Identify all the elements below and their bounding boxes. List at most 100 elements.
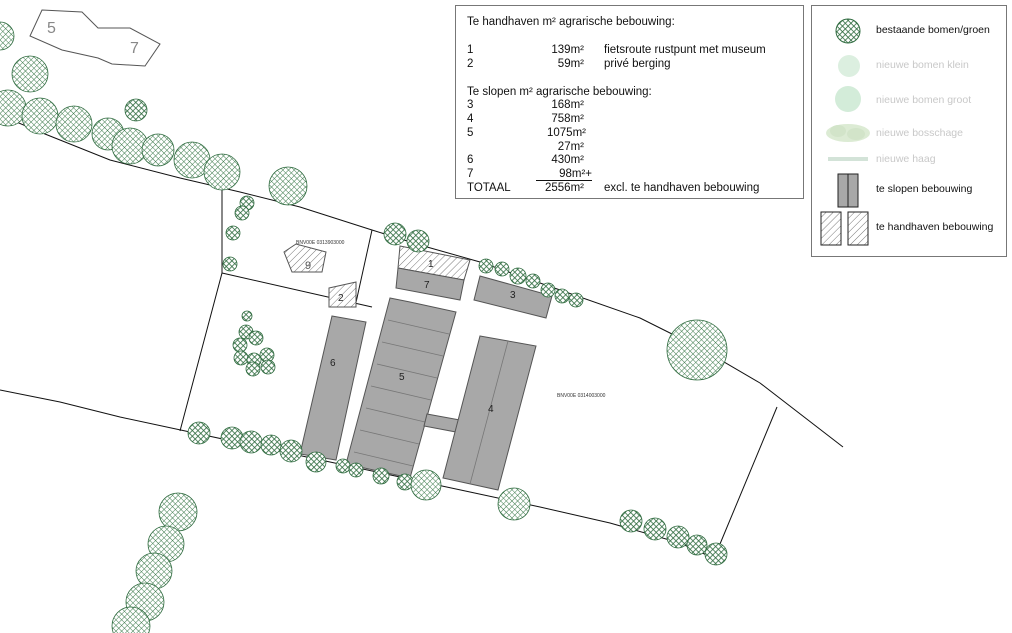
tree-symbol xyxy=(260,359,276,375)
total-note: excl. te handhaven bebouwing xyxy=(604,182,760,194)
tree-symbol xyxy=(124,98,148,122)
tree-symbol xyxy=(111,606,151,633)
parcel-inner-vertical xyxy=(354,229,373,308)
tree-symbol xyxy=(0,89,27,127)
building-label-1: 1 xyxy=(428,259,434,270)
parcel-west-line xyxy=(179,188,223,432)
demolish-row-nr: 7 xyxy=(467,168,474,180)
tree-symbol xyxy=(666,319,728,381)
tree-symbol xyxy=(222,256,238,272)
tree-symbol xyxy=(335,458,351,474)
tree-symbol xyxy=(245,361,261,377)
demolish-row-nr: 6 xyxy=(467,154,474,166)
building-label-9: 9 xyxy=(305,260,311,272)
demolish-row-area: 98m²+ xyxy=(536,168,592,181)
tree-symbol xyxy=(233,350,249,366)
building-label-4: 4 xyxy=(488,404,494,415)
legend-label-demolish: te slopen bebouwing xyxy=(876,183,973,195)
legend-label-hedge: nieuwe haag xyxy=(876,153,936,165)
keep-title: Te handhaven m² agrarische bebouwing: xyxy=(467,16,675,28)
tree-symbol xyxy=(554,288,570,304)
legend-label-shrubbery: nieuwe bosschage xyxy=(876,127,963,139)
tree-symbol xyxy=(410,469,442,501)
legend-label-existing-trees: bestaande bomen/groen xyxy=(876,24,990,36)
small-new-tree-icon xyxy=(838,55,860,77)
tree-symbol xyxy=(509,267,527,285)
tree-symbol xyxy=(241,310,253,322)
existing-trees xyxy=(0,21,728,633)
keep-row-1-area: 139m² xyxy=(551,44,584,56)
building-5: 5 xyxy=(345,297,457,479)
building-3: 3 xyxy=(473,275,553,319)
demolish-row-area: 168m² xyxy=(551,99,584,111)
building-label-2: 2 xyxy=(338,293,344,304)
tree-symbol xyxy=(525,273,541,289)
tree-symbol xyxy=(348,462,364,478)
keep-building-icon xyxy=(820,211,869,246)
tree-symbol xyxy=(158,492,198,532)
shrubbery-icon xyxy=(826,124,870,142)
legend-label-large-trees: nieuwe bomen groot xyxy=(876,94,972,106)
hedge-icon xyxy=(828,157,868,161)
building-label-5: 5 xyxy=(399,372,405,383)
building-label-7-top: 7 xyxy=(130,40,139,57)
buildings: 9 2 1 7 3 6 xyxy=(283,243,553,491)
tree-symbol xyxy=(203,153,241,191)
building-6: 6 xyxy=(299,315,367,461)
tree-symbol xyxy=(239,430,263,454)
tree-symbol xyxy=(0,21,15,51)
tree-symbol xyxy=(220,426,244,450)
building-7: 7 xyxy=(395,267,465,301)
parcel-label-north: BNV00E 0313903000 xyxy=(296,240,345,246)
existing-tree-icon xyxy=(835,18,861,44)
tree-symbol xyxy=(686,534,708,556)
tree-symbol xyxy=(704,542,728,566)
building-4: 4 xyxy=(442,335,537,491)
building-label-6: 6 xyxy=(330,358,336,369)
parcel-east-line xyxy=(714,406,778,557)
tree-symbol xyxy=(225,225,241,241)
tree-symbol xyxy=(55,105,93,143)
demolish-title: Te slopen m² agrarische bebouwing: xyxy=(467,86,652,98)
keep-row-2-area: 59m² xyxy=(557,58,584,70)
building-label-3: 3 xyxy=(510,290,516,301)
demolish-row-nr: 3 xyxy=(467,99,474,111)
demolish-row-area: 1075m² xyxy=(547,127,586,139)
parcel-label-east: BNV00E 0314003000 xyxy=(557,393,606,399)
tree-symbol xyxy=(494,261,510,277)
tree-symbol xyxy=(396,473,414,491)
tree-symbol xyxy=(268,166,308,206)
demolish-row-nr: 5 xyxy=(467,127,474,139)
tree-symbol xyxy=(643,517,667,541)
building-label-5-top: 5 xyxy=(47,20,56,37)
tree-symbol xyxy=(568,292,584,308)
keep-row-1-desc: fietsroute rustpunt met museum xyxy=(604,44,766,56)
tree-symbol xyxy=(540,282,556,298)
tree-symbol xyxy=(260,434,282,456)
tree-symbol xyxy=(305,451,327,473)
tree-symbol xyxy=(478,258,494,274)
total-label: TOTAAL xyxy=(467,182,511,194)
demolish-row-nr: 4 xyxy=(467,113,474,125)
demolish-row-area: 430m² xyxy=(551,154,584,166)
legend-label-keep: te handhaven bebouwing xyxy=(876,221,994,233)
demolish-row-area: 758m² xyxy=(551,113,584,125)
area-summary-panel: Te handhaven m² agrarische bebouwing: 1 … xyxy=(455,5,804,199)
tree-symbol xyxy=(248,330,264,346)
building-label-7: 7 xyxy=(424,280,430,291)
tree-symbol xyxy=(187,421,211,445)
tree-symbol xyxy=(232,337,248,353)
keep-row-1-nr: 1 xyxy=(467,44,474,56)
tree-symbol xyxy=(11,55,49,93)
legend-panel: bestaande bomen/groen nieuwe bomen klein… xyxy=(811,5,1007,257)
demolish-row-area: 27m² xyxy=(557,141,584,153)
tree-symbol xyxy=(141,133,175,167)
tree-symbol xyxy=(666,525,690,549)
tree-symbol xyxy=(619,509,643,533)
keep-row-2-desc: privé berging xyxy=(604,58,671,70)
tree-symbol xyxy=(279,439,303,463)
total-area: 2556m² xyxy=(545,182,584,194)
tree-symbol xyxy=(406,229,430,253)
tree-symbol xyxy=(372,467,390,485)
